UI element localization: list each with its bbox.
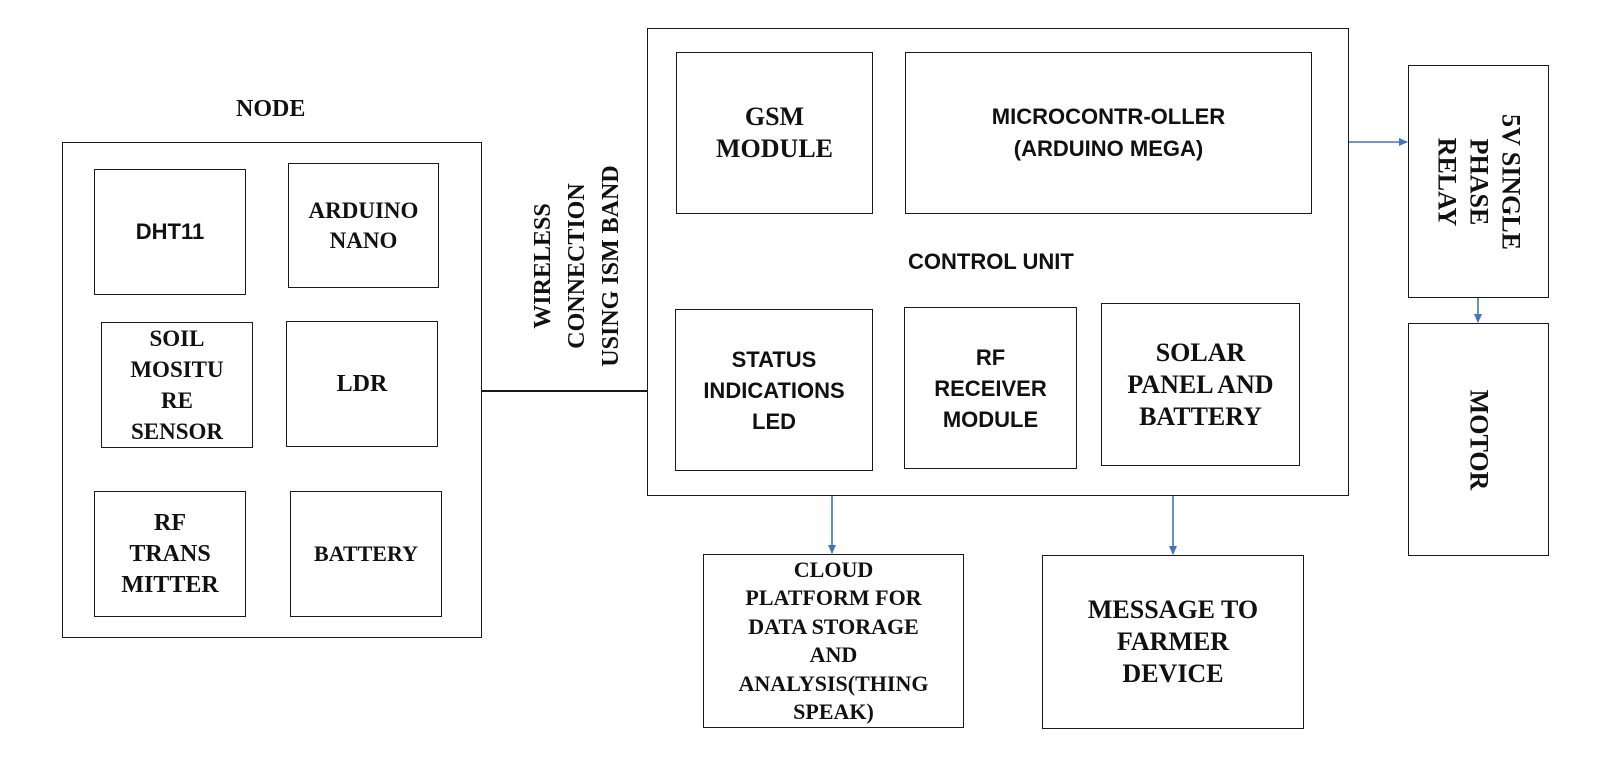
- message-farmer-label: MESSAGE TO FARMER DEVICE: [1087, 595, 1259, 688]
- microcontroller-label: MICROCONTR-OLLER (ARDUINO MEGA): [991, 104, 1226, 161]
- relay-block: 5V SINGLE PHASE RELAY: [1408, 65, 1549, 298]
- arduino-nano-block: ARDUINO NANO: [288, 163, 439, 288]
- gsm-module-label: GSM MODULE: [716, 102, 833, 163]
- solar-battery-label: SOLAR PANEL AND BATTERY: [1127, 337, 1274, 431]
- wireless-link-line: [482, 390, 648, 392]
- cloud-platform-block: CLOUD PLATFORM FOR DATA STORAGE AND ANAL…: [703, 554, 964, 728]
- arduino-nano-label: ARDUINO NANO: [308, 197, 419, 253]
- solar-battery-block: SOLAR PANEL AND BATTERY: [1101, 303, 1300, 466]
- battery-label: BATTERY: [314, 541, 418, 566]
- control-unit-frame: [647, 28, 1349, 496]
- dht11-block: DHT11: [94, 169, 246, 295]
- cloud-platform-label: CLOUD PLATFORM FOR DATA STORAGE AND ANAL…: [738, 556, 929, 725]
- rf-transmitter-block: RF TRANS MITTER: [94, 491, 246, 617]
- control-unit-title: CONTROL UNIT: [908, 249, 1074, 274]
- soil-sensor-block: SOIL MOSITU RE SENSOR: [101, 322, 253, 448]
- status-led-label: STATUS INDICATIONS LED: [703, 346, 845, 434]
- soil-sensor-label: SOIL MOSITU RE SENSOR: [130, 326, 224, 444]
- microcontroller-block: MICROCONTR-OLLER (ARDUINO MEGA): [905, 52, 1312, 214]
- status-led-block: STATUS INDICATIONS LED: [675, 309, 873, 471]
- rf-receiver-label: RF RECEIVER MODULE: [934, 344, 1047, 432]
- rf-transmitter-label: RF TRANS MITTER: [121, 509, 219, 598]
- gsm-module-block: GSM MODULE: [676, 52, 873, 214]
- message-farmer-block: MESSAGE TO FARMER DEVICE: [1042, 555, 1304, 729]
- ldr-block: LDR: [286, 321, 438, 447]
- node-title: NODE: [236, 96, 306, 122]
- motor-block: MOTOR: [1408, 323, 1549, 556]
- dht11-label: DHT11: [135, 219, 205, 244]
- ldr-label: LDR: [336, 370, 388, 397]
- battery-block: BATTERY: [290, 491, 442, 617]
- node-frame: [62, 142, 482, 638]
- rf-receiver-block: RF RECEIVER MODULE: [904, 307, 1077, 469]
